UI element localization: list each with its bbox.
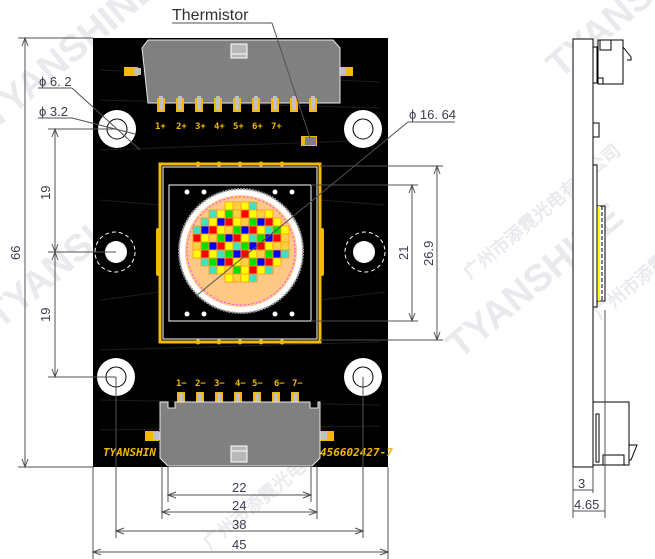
pin-label: 1−: [176, 379, 187, 389]
dim-connector-inner: 22: [232, 480, 246, 495]
pin-label: 3−: [214, 379, 225, 389]
thermistor-component: [301, 136, 317, 146]
thermistor-label: Thermistor: [172, 7, 249, 24]
pin-label: 6+: [252, 122, 263, 132]
dim-hole-pitch-x: 38: [232, 517, 246, 532]
dim-width-total: 45: [232, 537, 246, 552]
pin-label: 6−: [274, 379, 285, 389]
pin-label: 4−: [235, 379, 246, 389]
pin-label: 2−: [195, 379, 206, 389]
pin-label: 3+: [195, 122, 206, 132]
dim-hole-spacing-upper: 19: [38, 186, 53, 200]
pin-label: 4+: [214, 122, 225, 132]
pin-label: 2+: [176, 122, 187, 132]
silkscreen-brand: TYANSHIN: [103, 446, 156, 459]
top-connector: [124, 39, 353, 112]
negative-pin-labels: 1− 2− 3− 4− 5− 6− 7−: [176, 379, 303, 389]
side-view: [572, 38, 638, 518]
leader-lines: [38, 22, 455, 297]
dimension-lines: [18, 36, 443, 559]
dim-connector-outer: 24: [232, 498, 246, 513]
led-diameter-label: ϕ 16. 64: [409, 107, 456, 122]
top-connector-pins: [157, 96, 317, 112]
led-package: [156, 161, 324, 345]
pin-label: 1+: [155, 122, 166, 132]
dim-hole-spacing-lower: 19: [38, 308, 53, 322]
dim-led-window-inner: 21: [396, 246, 411, 260]
mounting-hole-mid-right: [344, 231, 386, 273]
pin-label: 5−: [252, 379, 263, 389]
pin-label: 7−: [292, 379, 303, 389]
dim-side-pcb-thickness: 3: [578, 476, 585, 491]
dim-led-window-outer: 26.9: [421, 241, 436, 266]
hole-outer-diameter-label: ϕ 6. 2: [39, 74, 72, 89]
hole-inner-diameter-label: ϕ 3.2: [39, 104, 68, 119]
dim-height-total: 66: [8, 246, 23, 260]
silkscreen-part-number: 456602427-7: [320, 446, 393, 459]
pin-label: 7+: [271, 122, 282, 132]
bottom-connector-pins: [177, 392, 299, 409]
dim-side-total-thickness: 4.65: [574, 497, 599, 512]
pin-label: 5+: [233, 122, 244, 132]
positive-pin-labels: 1+ 2+ 3+ 4+ 5+ 6+ 7+: [155, 122, 282, 132]
mounting-hole-top-right: [344, 110, 382, 148]
bottom-connector: [145, 392, 334, 467]
